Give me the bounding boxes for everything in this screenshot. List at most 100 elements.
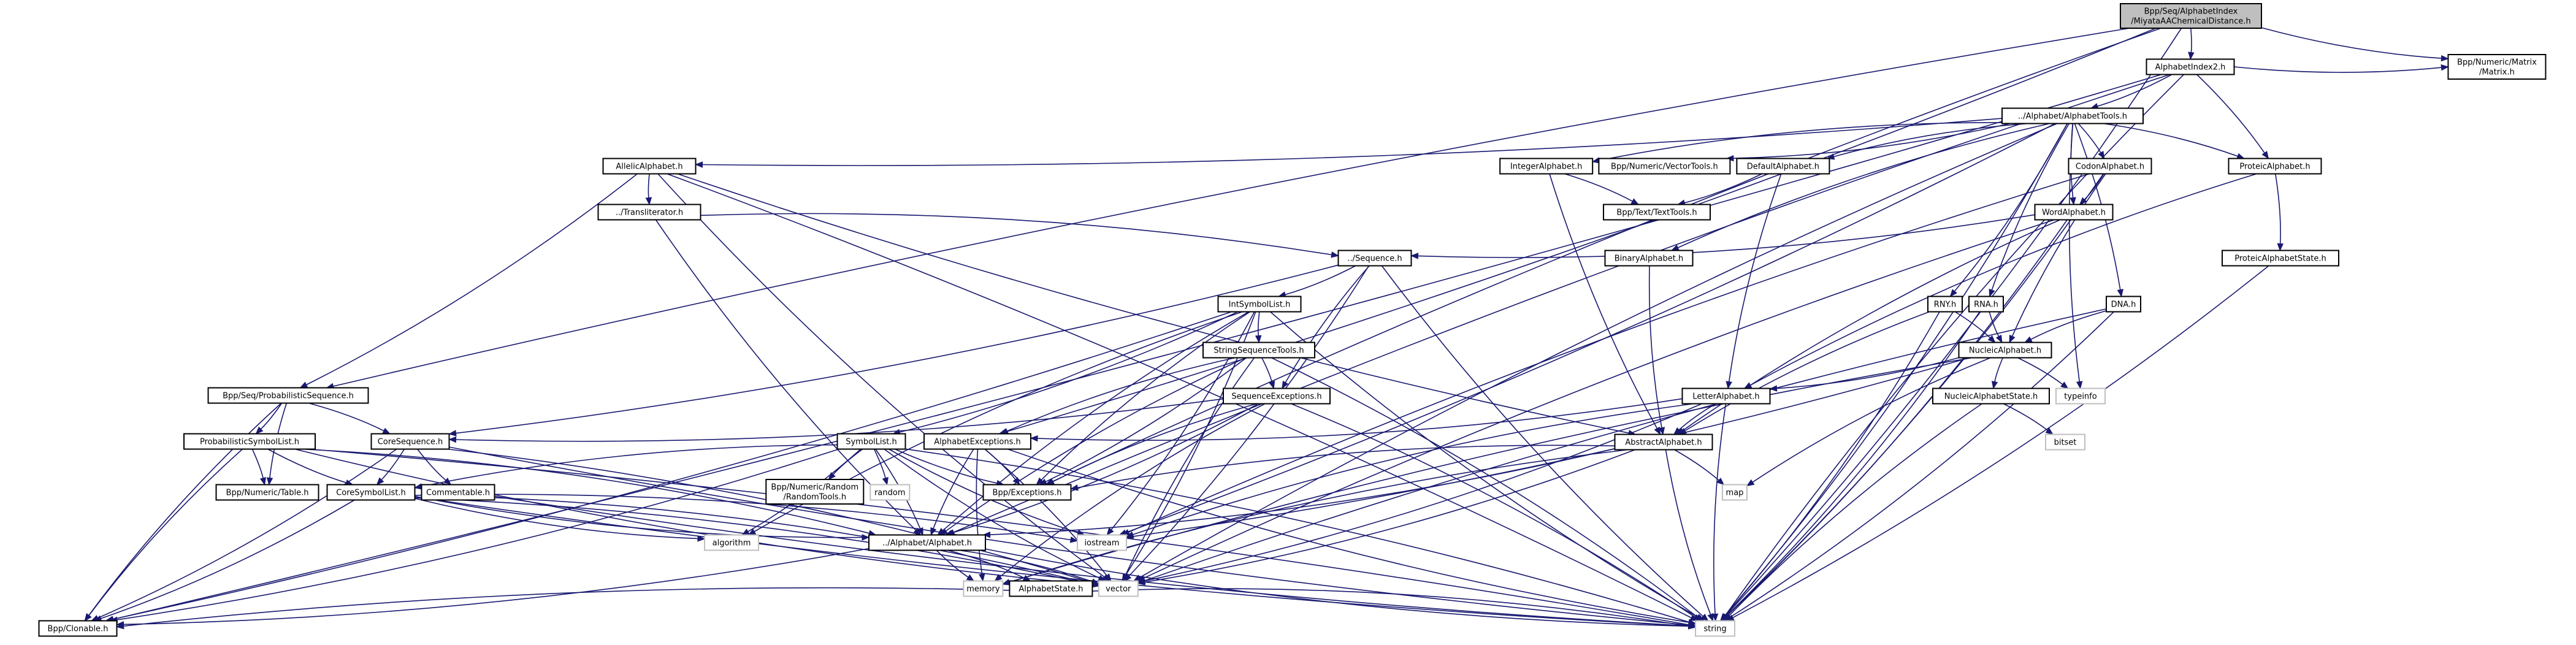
- node-matrix[interactable]: Bpp/Numeric/Matrix/Matrix.h: [2447, 54, 2547, 80]
- node-rna[interactable]: RNA.h: [1968, 296, 2004, 313]
- edge-root-to-ai2: [2188, 28, 2195, 60]
- node-box: [2045, 433, 2085, 451]
- arrowhead-icon: [266, 477, 273, 486]
- edge-nucleic-to-typeinfo: [2017, 357, 2069, 389]
- node-dna[interactable]: DNA.h: [2106, 296, 2141, 313]
- arrowhead-icon: [1746, 479, 1755, 487]
- edge-line: [415, 498, 698, 540]
- node-symbollist[interactable]: SymbolList.h: [836, 433, 906, 450]
- edge-sequence-to-string: [1381, 265, 1709, 622]
- node-commentable[interactable]: Commentable.h: [421, 484, 495, 501]
- edge-line: [494, 495, 1689, 627]
- node-rny[interactable]: RNY.h: [1927, 296, 1963, 313]
- node-box: [215, 484, 319, 501]
- edge-line: [1752, 357, 1991, 483]
- edge-line: [1144, 403, 1702, 582]
- edge-line: [899, 311, 1239, 433]
- edge-binary-to-abstract: [1648, 265, 1665, 435]
- edge-abstract-to-string: [1665, 449, 1714, 622]
- node-alphastate[interactable]: AlphabetState.h: [1009, 580, 1093, 597]
- node-binary[interactable]: BinaryAlphabet.h: [1604, 250, 1694, 267]
- node-probseq[interactable]: Bpp/Seq/ProbabilisticSequence.h: [207, 387, 369, 404]
- node-atools[interactable]: ../Alphabet/AlphabetTools.h: [2001, 107, 2144, 124]
- edge-line: [1144, 219, 2055, 579]
- edge-line: [333, 28, 2130, 387]
- node-stringseqtools[interactable]: StringSequenceTools.h: [1202, 342, 1315, 359]
- node-intsymbol[interactable]: IntSymbolList.h: [1217, 296, 1302, 313]
- node-exceptions[interactable]: Bpp/Exceptions.h: [982, 484, 1072, 501]
- node-vectortools[interactable]: Bpp/Numeric/VectorTools.h: [1598, 158, 1731, 175]
- node-label: WordAlphabet.h: [2042, 208, 2106, 218]
- node-seqexc[interactable]: SequenceExceptions.h: [1223, 387, 1331, 405]
- node-box: [1337, 250, 1412, 267]
- node-box: [1009, 580, 1093, 597]
- edge-atools-to-rna: [1989, 123, 2070, 297]
- node-nucleic[interactable]: NucleicAlphabet.h: [1958, 342, 2052, 359]
- node-box: [1614, 433, 1713, 451]
- node-proteicstate[interactable]: ProteicAlphabetState.h: [2222, 250, 2339, 267]
- edge-nucleic-to-letter: [1769, 357, 1959, 392]
- edge-line: [1285, 265, 1370, 383]
- edge-line: [677, 173, 1629, 434]
- node-sequence[interactable]: ../Sequence.h: [1337, 250, 1412, 267]
- edge-nucleicstate-to-bitset: [2003, 403, 2054, 435]
- edge-atools-to-allelic: [695, 118, 2003, 168]
- edge-line: [884, 448, 1100, 579]
- edge-root-to-probseq: [326, 28, 2130, 390]
- node-box: [602, 158, 697, 175]
- node-translit[interactable]: ../Transliterator.h: [597, 204, 701, 221]
- edge-letter-to-string: [1711, 403, 1727, 622]
- node-box: [1722, 484, 1748, 501]
- arrowhead-icon: [1410, 253, 1419, 259]
- node-abstract[interactable]: AbstractAlphabet.h: [1614, 433, 1713, 451]
- node-texttools[interactable]: Bpp/Text/TextTools.h: [1603, 204, 1711, 221]
- node-coreseq[interactable]: CoreSequence.h: [370, 433, 450, 450]
- node-clonable[interactable]: Bpp/Clonable.h: [38, 620, 118, 637]
- node-alphaexc[interactable]: AlphabetExceptions.h: [923, 433, 1031, 450]
- arrowhead-icon: [1282, 380, 1289, 389]
- node-box: [1932, 387, 2050, 405]
- edge-abstract-to-map: [1674, 449, 1725, 486]
- node-label: BinaryAlphabet.h: [1615, 254, 1683, 264]
- node-probsym[interactable]: ProbabilisticSymbolList.h: [183, 433, 316, 450]
- edge-ai2-to-clonable: [105, 74, 2162, 623]
- node-box: [2120, 3, 2262, 29]
- node-label: AbstractAlphabet.h: [1625, 438, 1702, 448]
- edge-line: [1271, 357, 1698, 617]
- node-alphabet[interactable]: ../Alphabet/Alphabet.h: [868, 534, 986, 551]
- node-table[interactable]: Bpp/Numeric/Table.h: [215, 484, 319, 501]
- node-label: Bpp/Seq/AlphabetIndex: [2144, 7, 2238, 17]
- node-box: [1098, 580, 1139, 597]
- node-integer[interactable]: IntegerAlphabet.h: [1499, 158, 1594, 175]
- node-label: Bpp/Exceptions.h: [993, 489, 1062, 498]
- edge-dna-to-string: [1724, 311, 2114, 622]
- edge-alphabet-to-memory: [936, 549, 975, 582]
- node-codon[interactable]: CodonAlphabet.h: [2068, 158, 2152, 175]
- edge-line: [1133, 357, 1970, 537]
- node-randomtools[interactable]: Bpp/Numeric/Random/RandomTools.h: [765, 479, 865, 505]
- node-default[interactable]: DefaultAlphabet.h: [1736, 158, 1830, 175]
- node-label: Bpp/Text/TextTools.h: [1616, 208, 1697, 218]
- node-box: [207, 387, 369, 404]
- node-label: Bpp/Numeric/Table.h: [226, 489, 309, 498]
- node-nucleicstate[interactable]: NucleicAlphabetState.h: [1932, 387, 2050, 405]
- node-box: [1681, 387, 1771, 405]
- node-label: Bpp/Clonable.h: [48, 625, 109, 634]
- node-label: CoreSymbolList.h: [336, 489, 406, 498]
- node-coresym[interactable]: CoreSymbolList.h: [326, 484, 416, 501]
- node-ai2[interactable]: AlphabetIndex2.h: [2146, 58, 2235, 75]
- edge-line: [1724, 311, 1940, 616]
- node-label: ../Sequence.h: [1347, 254, 1402, 264]
- node-word[interactable]: WordAlphabet.h: [2034, 204, 2114, 221]
- node-letter[interactable]: LetterAlphabet.h: [1681, 387, 1771, 405]
- edge-line: [1007, 357, 1236, 432]
- edge-coresym-to-iostream: [415, 494, 1079, 543]
- arrowhead-icon: [414, 483, 422, 490]
- node-allelic[interactable]: AllelicAlphabet.h: [602, 158, 697, 175]
- node-proteic[interactable]: ProteicAlphabet.h: [2228, 158, 2322, 175]
- edge-line: [667, 173, 1692, 619]
- edge-letter-to-iostream: [1125, 403, 1694, 538]
- node-memory: memory: [963, 580, 1004, 597]
- edge-line: [648, 174, 650, 198]
- node-box: [982, 484, 1072, 501]
